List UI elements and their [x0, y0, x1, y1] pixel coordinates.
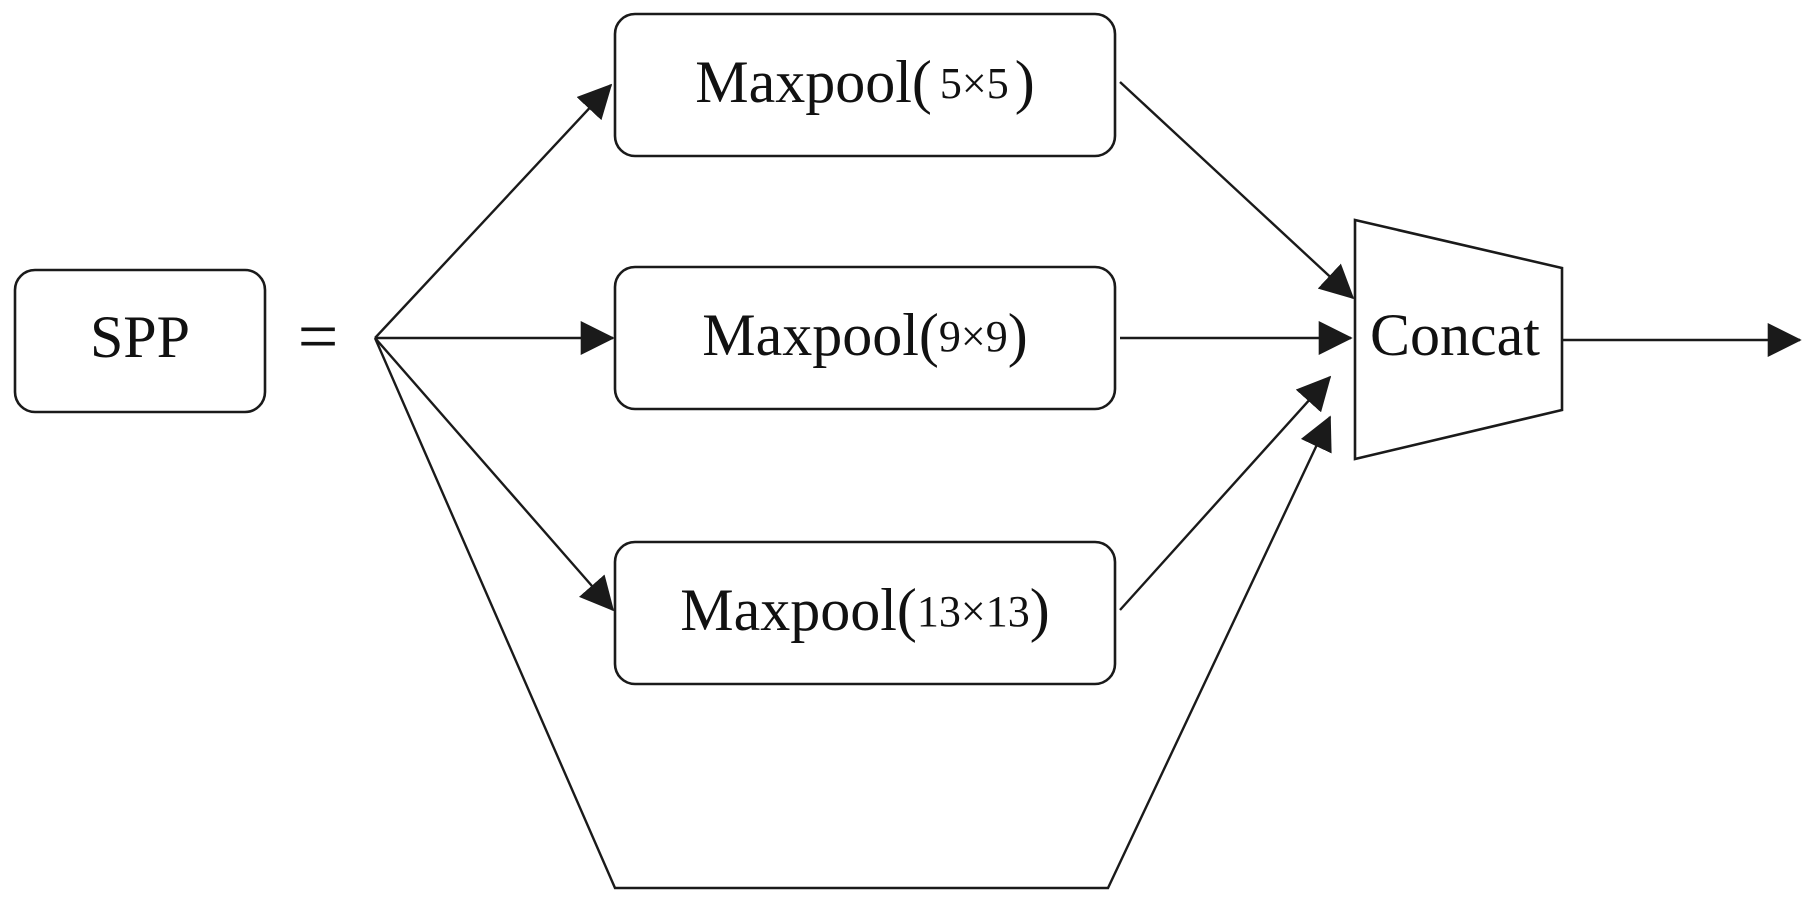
concat-edges: [1119, 81, 1355, 611]
edge-maxpool-5-to-concat: [1119, 81, 1355, 300]
concat-label: Concat: [1370, 302, 1540, 368]
maxpool-13x13-node: Maxpool(13×13): [613, 540, 1117, 686]
maxpool-5x5-label: Maxpool(5×5): [695, 49, 1034, 115]
maxpool-5x5-node: Maxpool(5×5): [613, 12, 1117, 158]
spp-label: SPP: [90, 304, 190, 370]
edge-maxpool-13-to-concat: [1119, 375, 1332, 611]
concat-node: Concat: [1353, 218, 1564, 461]
equals-sign: =: [298, 297, 339, 377]
edge-to-maxpool-13: [374, 337, 615, 612]
edge-to-maxpool-5: [374, 83, 613, 339]
maxpool-13x13-label: Maxpool(13×13): [680, 577, 1049, 643]
spp-node: SPP: [13, 268, 267, 414]
maxpool-9x9-label: Maxpool(9×9): [702, 302, 1027, 368]
branch-edges: [373, 83, 1332, 890]
bypass-edge: [373, 337, 1332, 890]
maxpool-9x9-node: Maxpool(9×9): [613, 265, 1117, 411]
